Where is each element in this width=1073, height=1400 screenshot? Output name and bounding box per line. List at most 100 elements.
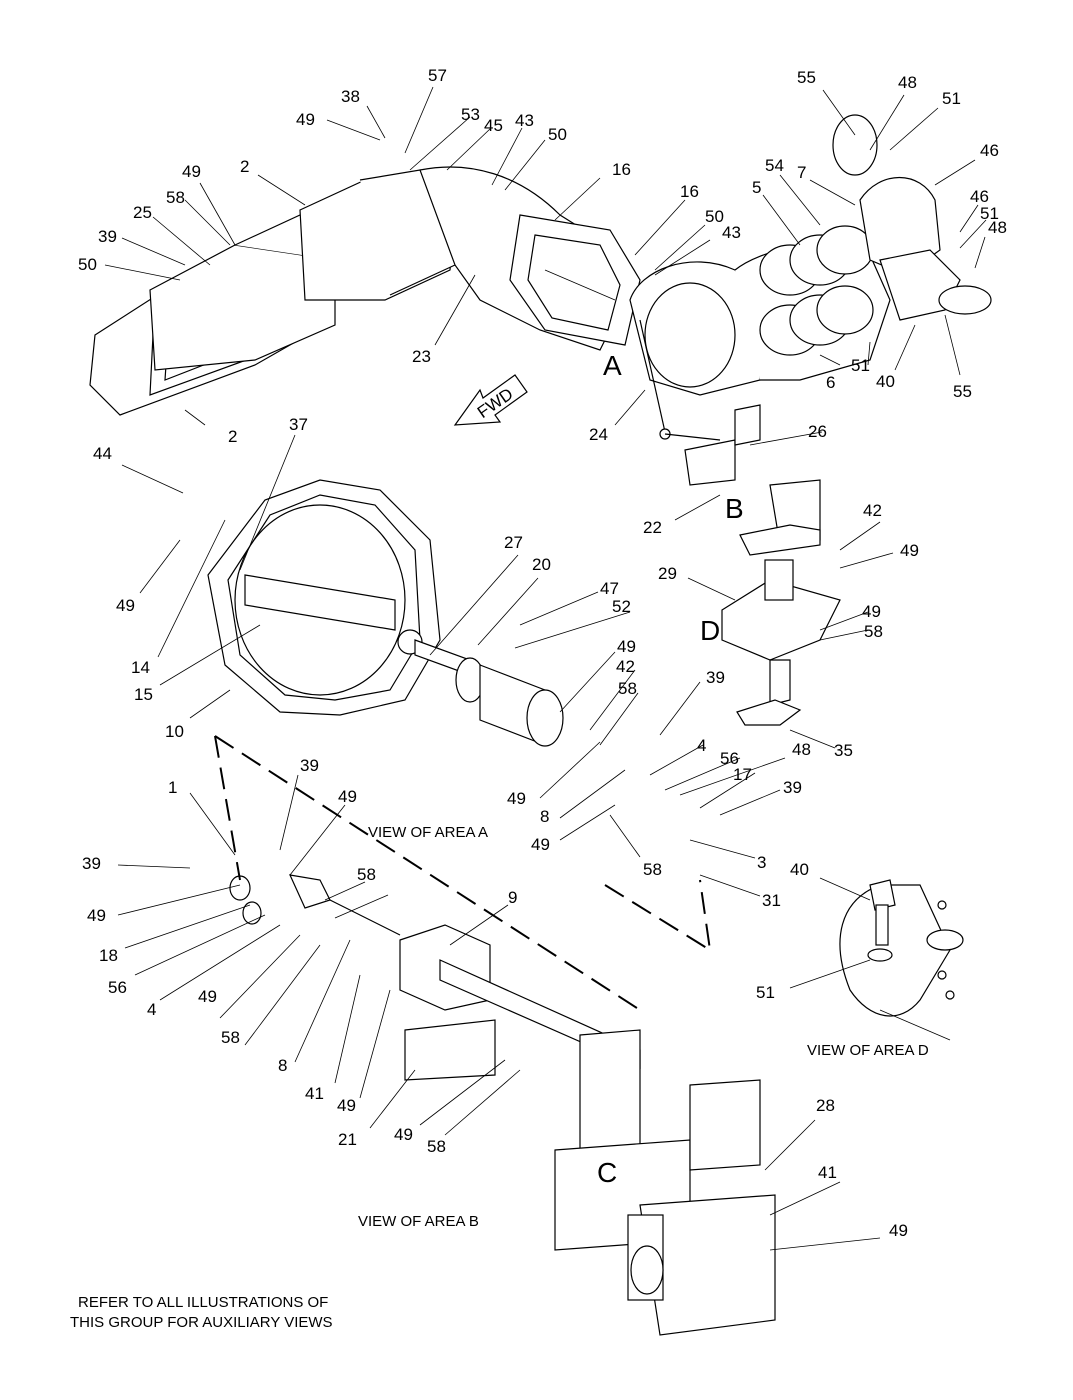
callout-number: 54 <box>765 156 784 175</box>
callout-number: 48 <box>898 73 917 92</box>
callout-number: 39 <box>783 778 802 797</box>
actuator-bracket-b <box>684 404 821 556</box>
callout-number: 38 <box>341 87 360 106</box>
callout-number: 55 <box>797 68 816 87</box>
callout-number: 51 <box>851 356 870 375</box>
callout-number: 2 <box>240 157 249 176</box>
view-d-detail <box>839 879 964 1041</box>
callout-number: 41 <box>818 1163 837 1182</box>
callout-number: 49 <box>531 835 550 854</box>
callout-number: 49 <box>182 162 201 181</box>
callout-number: 16 <box>680 182 699 201</box>
callout-number: 39 <box>82 854 101 873</box>
callout-number: 49 <box>198 987 217 1006</box>
view-a-dash-boundary <box>214 735 712 1011</box>
shaft-coupling <box>414 639 564 747</box>
callout-number: 50 <box>78 255 97 274</box>
callout-number: 31 <box>762 891 781 910</box>
callout-number: 28 <box>816 1096 835 1115</box>
callout-number: 56 <box>720 749 739 768</box>
area-letter-b: B <box>725 493 744 524</box>
duct-section <box>149 169 471 371</box>
callout-number: 47 <box>600 579 619 598</box>
callout-number: 37 <box>289 415 308 434</box>
leader-lines <box>104 86 987 1251</box>
valve-body <box>207 479 441 716</box>
callout-number: 56 <box>108 978 127 997</box>
callout-number: 21 <box>338 1130 357 1149</box>
callout-number: 4 <box>147 1000 156 1019</box>
callout-number: 44 <box>93 444 112 463</box>
callout-number: 18 <box>99 946 118 965</box>
callout-numbers: 38 57 49 53 45 43 50 55 48 51 16 46 2 49… <box>78 66 1007 1240</box>
callout-number: 22 <box>643 518 662 537</box>
callout-number: 48 <box>792 740 811 759</box>
callout-number: 5 <box>752 178 761 197</box>
callout-number: 7 <box>797 163 806 182</box>
callout-number: 39 <box>706 668 725 687</box>
view-a-bracket <box>404 1019 776 1336</box>
clamp-rings <box>759 225 874 356</box>
area-letter-c: C <box>597 1157 617 1188</box>
callout-number: 51 <box>942 89 961 108</box>
callout-number: 49 <box>394 1125 413 1144</box>
actuator-d <box>721 559 841 726</box>
callout-number: 3 <box>757 853 766 872</box>
callout-number: 10 <box>165 722 184 741</box>
callout-number: 57 <box>428 66 447 85</box>
callout-number: 41 <box>305 1084 324 1103</box>
callout-number: 40 <box>790 860 809 879</box>
callout-number: 49 <box>338 787 357 806</box>
callout-number: 1 <box>168 778 177 797</box>
callout-number: 40 <box>876 372 895 391</box>
callout-number: 49 <box>862 602 881 621</box>
callout-number: 9 <box>508 888 517 907</box>
callout-number: 35 <box>834 741 853 760</box>
callout-number: 58 <box>166 188 185 207</box>
fwd-arrow <box>453 374 528 426</box>
callout-number: 8 <box>278 1056 287 1075</box>
callout-number: 42 <box>863 501 882 520</box>
callout-number: 43 <box>722 223 741 242</box>
callout-number: 2 <box>228 427 237 446</box>
callout-number: 50 <box>548 125 567 144</box>
callout-number: 6 <box>826 373 835 392</box>
linkage-rod <box>639 319 721 441</box>
callout-number: 58 <box>221 1028 240 1047</box>
callout-number: 58 <box>357 865 376 884</box>
callout-number: 49 <box>617 637 636 656</box>
callout-number: 27 <box>504 533 523 552</box>
callout-number: 20 <box>532 555 551 574</box>
area-letter-d: D <box>700 615 720 646</box>
callout-number: 58 <box>864 622 883 641</box>
callout-number: 25 <box>133 203 152 222</box>
callout-number: 39 <box>300 756 319 775</box>
callout-number: 45 <box>484 116 503 135</box>
callout-number: 51 <box>756 983 775 1002</box>
callout-number: 49 <box>87 906 106 925</box>
callout-number: 23 <box>412 347 431 366</box>
callout-number: 46 <box>980 141 999 160</box>
callout-number: 8 <box>540 807 549 826</box>
callout-number: 42 <box>616 657 635 676</box>
callout-number: 26 <box>808 422 827 441</box>
callout-number: 17 <box>733 765 752 784</box>
area-letter-a: A <box>603 350 622 381</box>
callout-number: 46 <box>970 187 989 206</box>
callout-number: 49 <box>889 1221 908 1240</box>
outlet-y-duct <box>832 114 992 321</box>
callout-number: 14 <box>131 658 150 677</box>
callout-number: 52 <box>612 597 631 616</box>
caption-view-area-a: VIEW OF AREA A <box>368 824 488 841</box>
callout-number: 39 <box>98 227 117 246</box>
caption-view-area-d: VIEW OF AREA D <box>807 1042 929 1059</box>
callout-number: 4 <box>697 736 706 755</box>
callout-number: 15 <box>134 685 153 704</box>
callout-number: 58 <box>618 679 637 698</box>
footnote-line-2: THIS GROUP FOR AUXILIARY VIEWS <box>70 1314 333 1331</box>
callout-number: 58 <box>427 1137 446 1156</box>
caption-view-area-b: VIEW OF AREA B <box>358 1213 479 1230</box>
transition-housing <box>419 166 641 351</box>
callout-number: 24 <box>589 425 608 444</box>
